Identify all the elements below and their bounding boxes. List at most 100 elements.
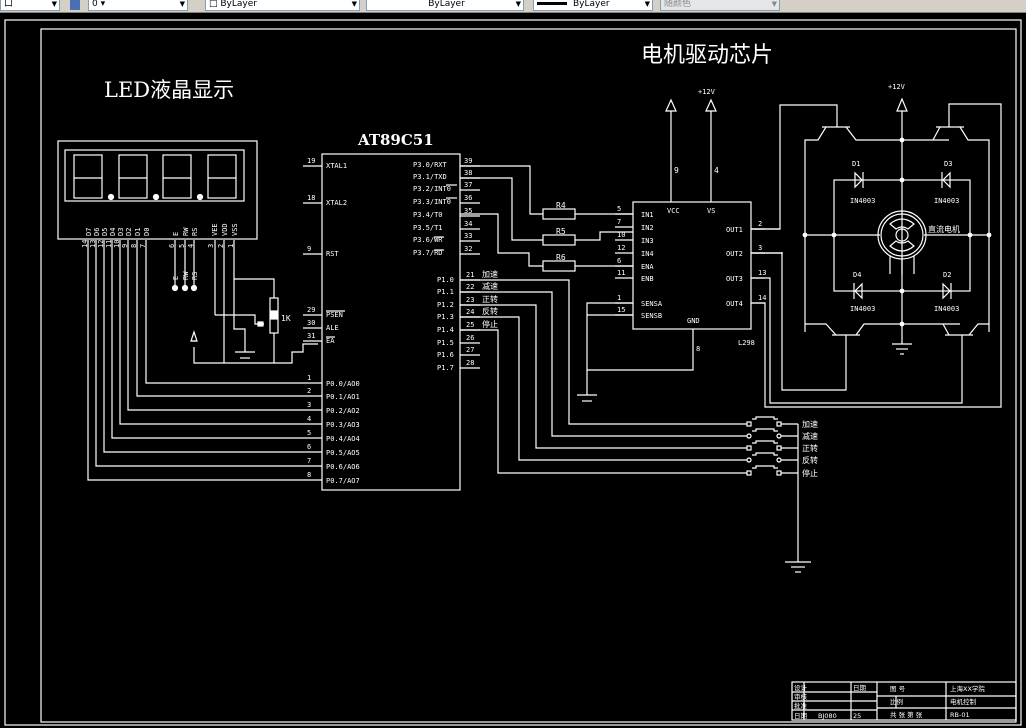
push-button[interactable]: 反转 [746, 452, 818, 465]
pot-label: 1K [281, 314, 291, 323]
pin-number: 38 [464, 169, 472, 177]
d4-label: D4 [853, 271, 861, 279]
title-block-cell: 共 张 第 张 [890, 710, 923, 719]
chevron-down-icon: ▼ [644, 0, 650, 8]
pin-label: ALE [326, 324, 339, 332]
h-bridge [802, 97, 992, 355]
button-label: 加速 [802, 419, 818, 429]
pin-number: 18 [307, 194, 315, 202]
seven-segment-digit [207, 154, 237, 199]
pin-number: 4 [307, 415, 311, 423]
pin-number: 7 [307, 457, 311, 465]
pin-label: P1.3 [437, 313, 454, 321]
pin-tag: 正转 [482, 294, 498, 304]
lcd-control-label: RS [191, 272, 199, 280]
pin-label: IN3 [641, 237, 654, 245]
pin-number: 14 [758, 294, 766, 302]
pin-number: 29 [307, 306, 315, 314]
pin-label: P3.7/RD [413, 249, 443, 257]
pin-number: 39 [464, 157, 472, 165]
title-block-cell: 日期 [853, 684, 867, 692]
pin-label: ENA [641, 263, 654, 271]
lcd-pin-number: 4 [187, 244, 195, 248]
pin-label: P3.2/INT0 [413, 185, 451, 193]
pin-number: 11 [617, 269, 625, 277]
contrast-pot [190, 240, 318, 364]
push-button[interactable]: 减速 [746, 428, 818, 441]
lcd-pin-label: VDD [221, 223, 229, 236]
mcu-pin-left: 3P0.2/AO2 [303, 401, 360, 415]
pin-number: 10 [617, 231, 625, 239]
pin-number: 21 [466, 271, 474, 279]
plotstyle-dropdown[interactable]: 随颜色▼ [660, 0, 780, 11]
layer-dropdown[interactable]: 0 ▾▼ [88, 0, 188, 11]
output-wires [751, 103, 1002, 408]
vcc-pin-num: 9 [674, 166, 679, 175]
color-dropdown[interactable]: □ ByLayer▼ [205, 0, 360, 11]
lcd-control-label: RW [182, 271, 190, 280]
pin-label: P1.4 [437, 326, 454, 334]
pin-label: PSEN [326, 311, 343, 319]
lcd-pin-number: 10 [113, 240, 121, 248]
p3-wires [460, 165, 633, 272]
push-button[interactable]: 正转 [746, 440, 818, 453]
pin-number: 13 [758, 269, 766, 277]
pin-label: P3.0/RXT [413, 161, 448, 169]
push-button[interactable]: 停止 [746, 465, 818, 478]
pin-label: P3.6/WR [413, 236, 443, 244]
pin-label: P0.4/AO4 [326, 435, 360, 443]
bus-wire [145, 240, 303, 384]
layer-state-dropdown[interactable]: 口▼ [0, 0, 60, 11]
linetype-dropdown[interactable]: ByLayer▼ [366, 0, 524, 11]
pin-label: P0.2/AO2 [326, 407, 360, 415]
pin-number: 34 [464, 220, 472, 228]
motor-label: 直流电机 [928, 224, 960, 234]
pin-label: P1.0 [437, 276, 454, 284]
l298-supply-label: +12V [698, 88, 716, 96]
vcc-label: VCC [667, 207, 680, 215]
seven-segment-digit [73, 154, 103, 199]
pin-number: 27 [466, 346, 474, 354]
lcd-pin-number: 3 [207, 244, 215, 248]
lineweight-dropdown[interactable]: ByLayer▼ [533, 0, 653, 11]
data-bus-wires [87, 240, 303, 481]
pin-number: 6 [617, 257, 621, 265]
pin-tag: 停止 [482, 319, 498, 329]
title-block-cell: 上海XX学院 [950, 684, 985, 693]
title-block-cell: 批准 [794, 701, 808, 710]
mcu-pin-left: 5P0.4/AO4 [303, 429, 360, 443]
bus-wire [95, 240, 303, 467]
bus-wire [119, 240, 303, 425]
pin-number: 33 [464, 232, 472, 240]
title-block-cell: 比例 [890, 697, 903, 706]
pin-label: XTAL2 [326, 199, 347, 207]
d2-label: D2 [943, 271, 951, 279]
button-wires [460, 279, 747, 474]
pin-number: 24 [466, 308, 474, 316]
layer-manager-icon[interactable] [70, 0, 80, 10]
lcd-pin-number: 11 [105, 240, 113, 248]
title-block-cell: 电机控制 [950, 697, 977, 706]
inner-frame [40, 28, 1017, 723]
button-wire [460, 291, 747, 437]
gnd-label: GND [687, 317, 700, 325]
pin-label: P1.5 [437, 339, 454, 347]
pin-number: 28 [466, 359, 474, 367]
push-button[interactable]: 加速 [746, 416, 818, 429]
decimal-point [107, 193, 115, 201]
d4-part: IN4003 [850, 305, 875, 313]
